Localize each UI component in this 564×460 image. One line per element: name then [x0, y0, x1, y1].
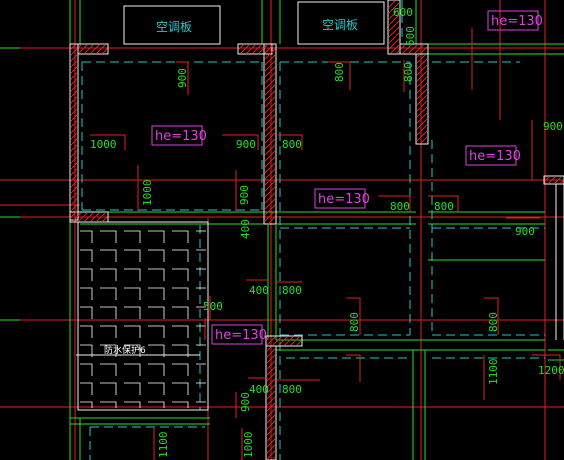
dim-text: 400 — [249, 383, 269, 396]
dim-text: 400 — [249, 284, 269, 297]
dim-text: 800 — [402, 62, 415, 82]
waterproof-note: 防水保护6 — [104, 344, 146, 356]
ac-panel-label-left: 空调板 — [156, 20, 192, 34]
dim-text: 1000 — [90, 138, 117, 151]
he-label-1: he=130 — [155, 129, 207, 144]
dimension-ticks — [90, 28, 561, 460]
wall-hatching — [71, 1, 563, 459]
dim-text: 900 — [176, 68, 189, 88]
dashed-lines — [81, 0, 545, 460]
tiled-floor-area — [80, 224, 206, 408]
dim-text: 800 — [348, 312, 361, 332]
dim-text: 1100 — [487, 359, 500, 386]
dimension-texts: 600 500 800 900 800 1000 900 800 1000 90… — [90, 6, 564, 458]
dim-text: 400 — [239, 219, 252, 239]
dim-text: 800 — [282, 138, 302, 151]
dim-text: 900 — [515, 225, 535, 238]
he-label-group: he=130 he=130 he=130 he=130 he=130 — [151, 10, 543, 345]
dim-text: 900 — [238, 185, 251, 205]
left-ticks — [0, 47, 20, 321]
dim-text: 800 — [282, 383, 302, 396]
dim-text: 1200 — [538, 364, 564, 377]
dim-text: 900 — [239, 392, 252, 412]
dim-text: 500 — [203, 300, 223, 313]
he-label-3: he=130 — [469, 149, 521, 164]
dim-text: 800 — [333, 62, 346, 82]
dim-text: 800 — [487, 312, 500, 332]
dim-text: 800 — [390, 200, 410, 213]
wall-outlines — [69, 0, 564, 460]
dim-text: 900 — [236, 138, 256, 151]
dim-text: 800 — [282, 284, 302, 297]
dim-text: 1000 — [242, 432, 255, 459]
dim-text: 1100 — [157, 432, 170, 459]
he-label-2: he=130 — [318, 192, 370, 207]
he-label-5: he=130 — [215, 328, 267, 343]
he-label-4: he=130 — [491, 14, 543, 29]
dim-text: 900 — [543, 120, 563, 133]
dim-text: 800 — [434, 200, 454, 213]
ac-panel-label-right: 空调板 — [322, 18, 358, 32]
dim-text: 600 — [393, 6, 413, 19]
dim-text: 500 — [404, 26, 417, 46]
beam-lines — [69, 0, 564, 460]
dim-text: 1000 — [141, 180, 154, 207]
